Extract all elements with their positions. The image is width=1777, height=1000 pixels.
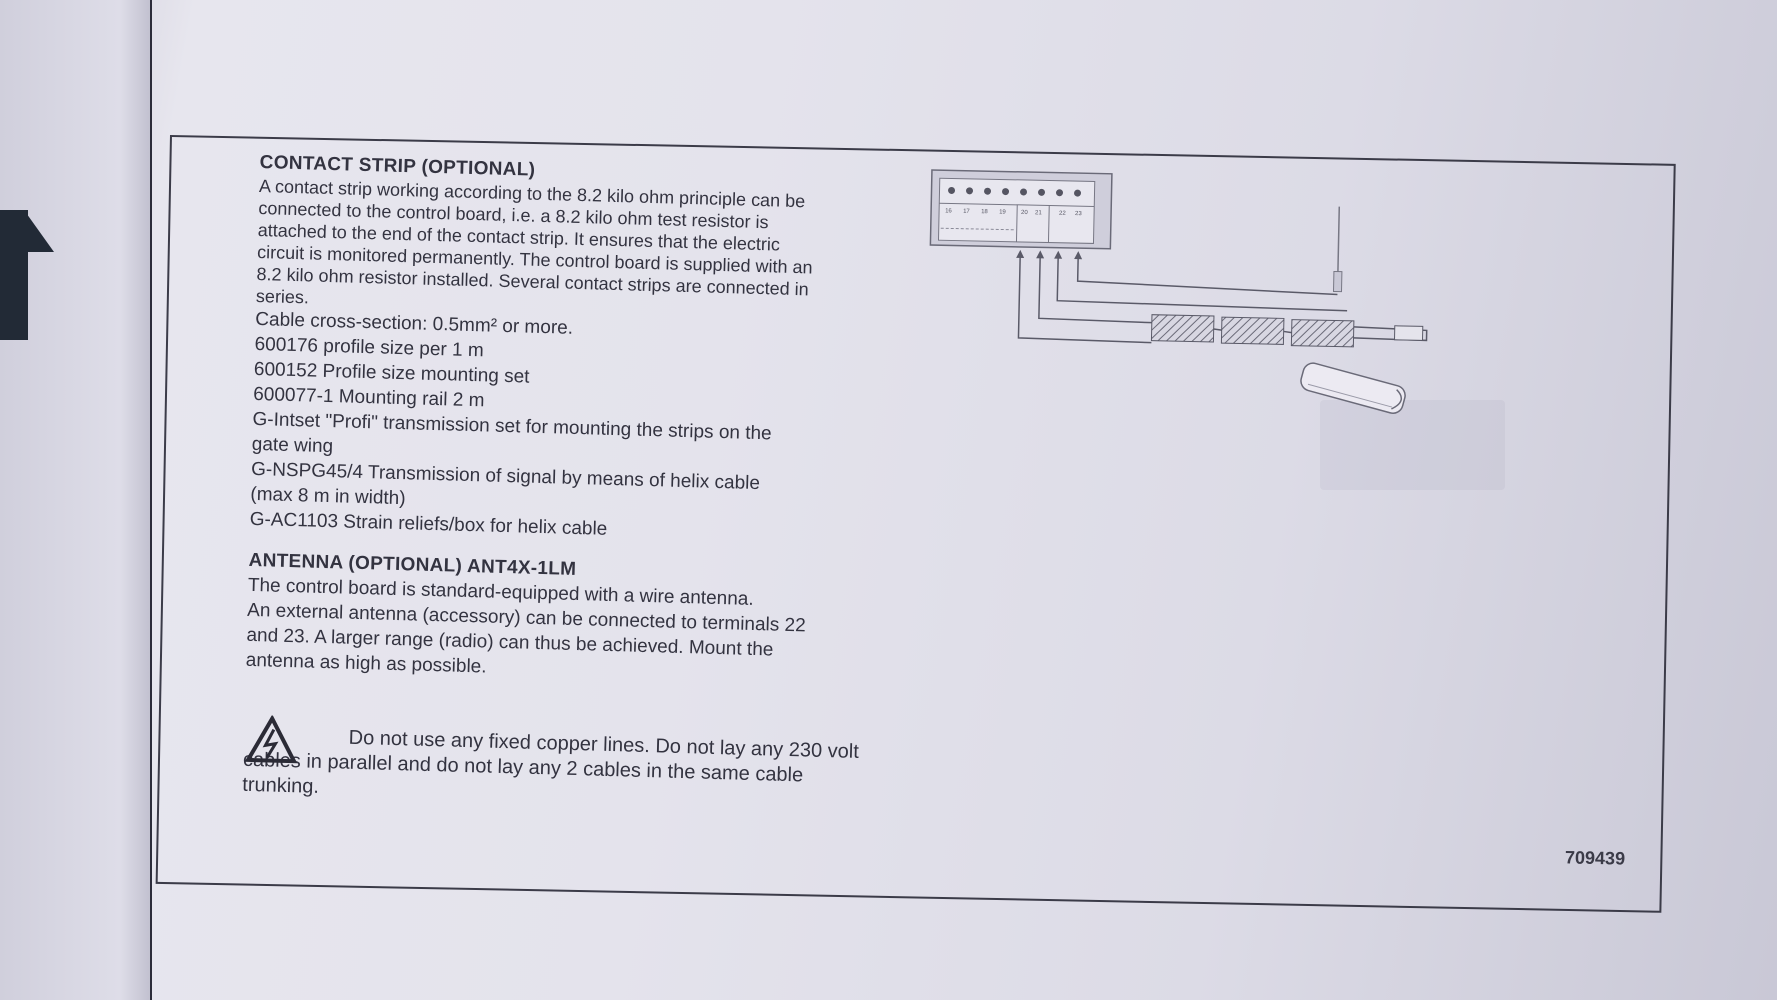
strip-shadow: [1320, 400, 1505, 490]
strip-cable: [1038, 255, 1152, 324]
antenna-section: ANTENNA (OPTIONAL) ANT4X-1LM The control…: [245, 550, 928, 692]
electrical-hazard-icon: [244, 714, 298, 764]
test-resistor: [1393, 325, 1424, 341]
contact-strip: [1290, 319, 1355, 348]
contact-strip: [1150, 314, 1215, 343]
document-number: 709439: [1564, 847, 1626, 869]
terminal-dots: [948, 186, 1082, 197]
terminal-number: 20: [1021, 210, 1028, 216]
terminal-number: 23: [1075, 211, 1082, 217]
contact-strip: [1220, 316, 1285, 345]
contact-strip-section: CONTACT STRIP (OPTIONAL) A contact strip…: [249, 152, 939, 551]
terminal-number: 16: [945, 208, 952, 214]
terminal-number: 21: [1035, 210, 1042, 216]
warning-section: Do not use any fixed copper lines. Do no…: [242, 714, 924, 817]
terminal-number: 18: [981, 209, 988, 215]
terminal-number: 17: [963, 209, 970, 215]
arrow-shaft: [0, 210, 28, 340]
terminal-number: 19: [999, 209, 1006, 215]
left-page-edge: [0, 0, 152, 1000]
antenna-connector: [1332, 270, 1343, 293]
terminal-number: 22: [1059, 211, 1066, 217]
wiring-diagram: 16 17 18 19 20 21 22 23: [929, 169, 1428, 414]
antenna-cable: [1076, 256, 1338, 296]
text-column: CONTACT STRIP (OPTIONAL) A contact strip…: [242, 152, 940, 817]
antenna-wire: [1337, 206, 1341, 277]
profile-strip-illustration: [1300, 362, 1406, 414]
